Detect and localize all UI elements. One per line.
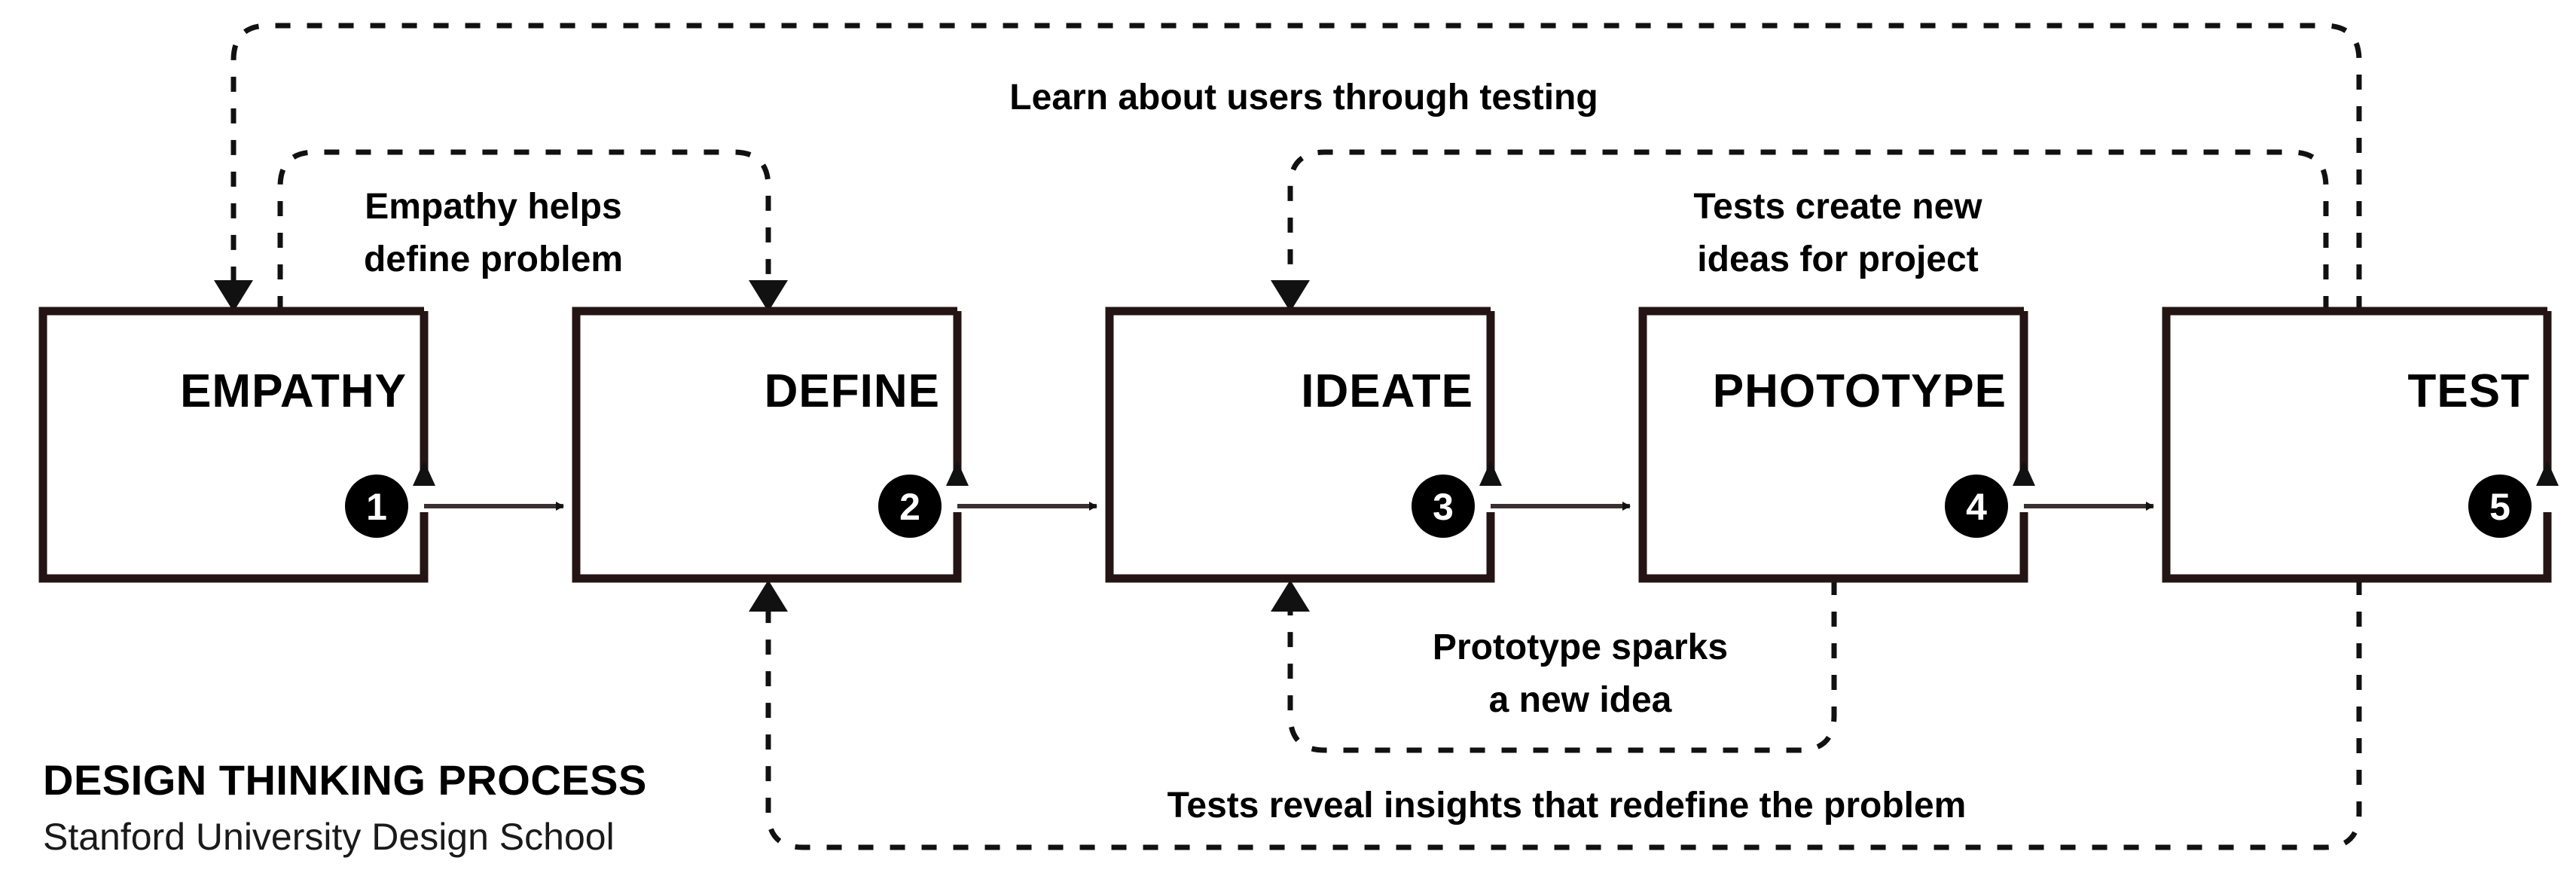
- annotation-learn-about-users: Learn about users through testing: [1009, 78, 1598, 117]
- annotation-prototype-sparks-idea-line1: Prototype sparks: [1433, 627, 1728, 667]
- stage-badge-ideate: [1412, 475, 1475, 538]
- stage-number-ideate: 3: [1433, 486, 1454, 528]
- feedback-loop-learn-about-users: [214, 23, 2362, 312]
- stage-box-phototype-border: [1638, 307, 2028, 583]
- feedback-path-empathy-helps-define: [277, 149, 771, 311]
- annotation-tests-create-new-ideas-line1: Tests create new: [1693, 187, 1982, 227]
- stage-badge-empathy: [345, 475, 408, 538]
- feedback-loop-empathy-helps-define: [277, 149, 788, 312]
- stage-number-empathy: 1: [366, 486, 387, 528]
- test-right-edge-arrowhead: [2536, 461, 2559, 486]
- stage-box-test-border: [2162, 307, 2552, 583]
- title-block: DESIGN THINKING PROCESS Stanford Univers…: [43, 756, 647, 858]
- arrowhead-into-define-bottom: [749, 580, 788, 612]
- stage-number-define: 2: [899, 486, 920, 528]
- annotation-empathy-helps-define-line1: Empathy helps: [365, 187, 621, 227]
- feedback-loop-prototype-sparks-idea: [1271, 580, 1837, 753]
- feedback-path-tests-create-new-ideas: [1287, 149, 2329, 311]
- feedback-loop-tests-reveal-insights: [749, 580, 2362, 850]
- stage-badge-define: [878, 475, 942, 538]
- diagram-title: DESIGN THINKING PROCESS: [43, 756, 647, 804]
- feedback-loop-tests-create-new-ideas: [1271, 149, 2329, 312]
- stage-box-test[interactable]: TEST 5: [2162, 307, 2559, 583]
- arrowhead-into-define-top: [749, 280, 788, 312]
- stage-label-ideate: IDEATE: [1301, 365, 1473, 417]
- stage-box-define-border: [572, 307, 962, 583]
- stage-box-empathy-border: [38, 307, 429, 583]
- define-right-edge-arrowhead: [946, 461, 969, 486]
- stage-label-empathy: EMPATHY: [180, 365, 407, 417]
- feedback-path-prototype-sparks-idea: [1287, 580, 1837, 753]
- annotation-tests-reveal-insights: Tests reveal insights that redefine the …: [1167, 786, 1967, 826]
- feedback-path-tests-reveal-insights: [765, 580, 2362, 850]
- ideate-right-edge-arrowhead: [1479, 461, 1502, 486]
- stage-box-phototype[interactable]: PHOTOTYPE 4: [1638, 307, 2035, 583]
- stage-box-ideate[interactable]: IDEATE 3: [1105, 307, 1502, 583]
- feedback-path-learn-about-users: [230, 23, 2362, 311]
- annotation-empathy-helps-define-line2: define problem: [364, 240, 623, 279]
- arrowhead-into-ideate-bottom: [1271, 580, 1310, 612]
- stage-number-phototype: 4: [1966, 486, 1987, 528]
- phototype-right-edge-arrowhead: [2013, 461, 2035, 486]
- stage-box-empathy[interactable]: EMPATHY 1: [38, 307, 435, 583]
- stage-label-define: DEFINE: [765, 365, 940, 417]
- annotation-tests-create-new-ideas-line2: ideas for project: [1697, 240, 1978, 279]
- empathy-right-edge-arrowhead: [413, 461, 435, 486]
- arrowhead-into-empathy-top: [214, 280, 253, 312]
- annotation-prototype-sparks-idea-line2: a new idea: [1489, 680, 1672, 720]
- stage-badge-phototype: [1945, 475, 2008, 538]
- stage-box-ideate-border: [1105, 307, 1495, 583]
- stage-badge-test: [2468, 475, 2532, 538]
- stage-number-test: 5: [2489, 486, 2510, 528]
- arrowhead-into-ideate-top: [1271, 280, 1310, 312]
- stage-label-phototype: PHOTOTYPE: [1713, 365, 2007, 417]
- diagram-subtitle: Stanford University Design School: [43, 816, 615, 858]
- stage-label-test: TEST: [2408, 365, 2530, 417]
- stage-box-define[interactable]: DEFINE 2: [572, 307, 969, 583]
